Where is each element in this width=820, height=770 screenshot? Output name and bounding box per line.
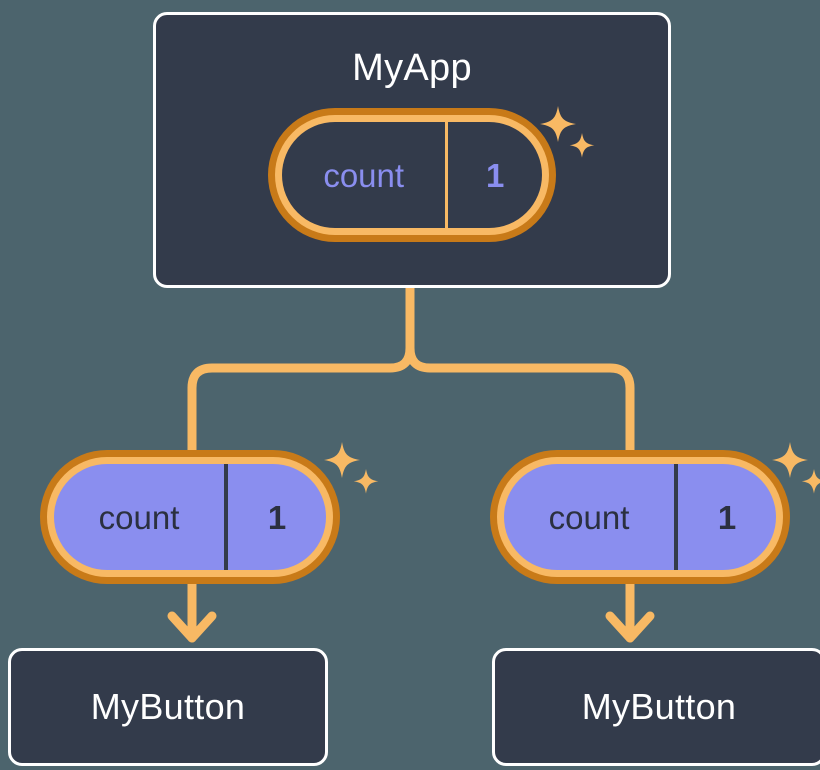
connector-root-to-children <box>187 283 415 457</box>
component-title-myapp: MyApp <box>352 47 472 89</box>
state-key-label: count <box>323 156 405 194</box>
sparkle-icon-large <box>324 442 360 478</box>
state-pill-root[interactable]: count 1 <box>268 108 556 242</box>
sparkle-icon-large <box>772 442 808 478</box>
state-pill-body: count 1 <box>282 122 542 228</box>
component-title-mybutton-left: MyButton <box>90 686 246 727</box>
state-pill-body: count 1 <box>54 464 326 570</box>
sparkle-icon-small <box>353 469 379 494</box>
state-pill-body: count 1 <box>504 464 776 570</box>
state-pill-ring-inner: count 1 <box>497 457 783 577</box>
arrow-down-icon-left <box>167 611 217 643</box>
connector-root-to-child-right <box>405 343 635 457</box>
component-title-mybutton-right: MyButton <box>581 686 737 727</box>
state-pill-child-right[interactable]: count 1 <box>490 450 790 584</box>
sparkle-icon-small <box>801 469 820 494</box>
state-pill-child-left[interactable]: count 1 <box>40 450 340 584</box>
component-box-mybutton-left[interactable]: MyButton <box>8 648 328 766</box>
state-value-label: 1 <box>224 464 326 570</box>
state-pill-ring-inner: count 1 <box>47 457 333 577</box>
state-key-label: count <box>98 498 180 536</box>
state-key-label: count <box>548 498 630 536</box>
state-pill-ring-inner: count 1 <box>275 115 549 235</box>
arrow-down-icon-right <box>605 611 655 643</box>
state-value-label: 1 <box>445 122 542 228</box>
component-box-mybutton-right[interactable]: MyButton <box>492 648 820 766</box>
state-value-label: 1 <box>674 464 776 570</box>
